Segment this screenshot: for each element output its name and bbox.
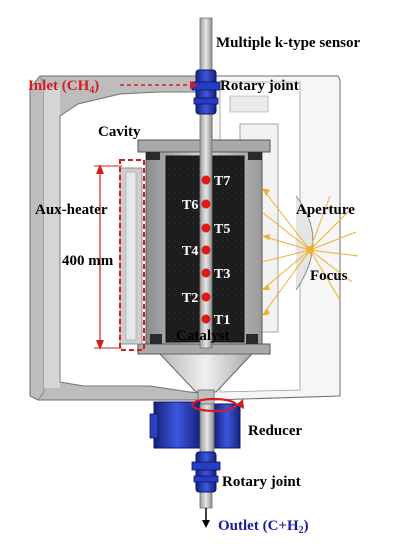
rotary-joint-top (191, 69, 221, 115)
rotary-joint-bottom-label: Rotary joint (222, 474, 301, 490)
aux-heater-label: Aux-heater (35, 202, 108, 218)
sensor-point-t6 (201, 199, 211, 209)
reducer-gearbox (149, 401, 241, 455)
inlet-arrow (120, 81, 198, 89)
sensor-point-t4 (201, 245, 211, 255)
outlet-arrow (202, 508, 210, 528)
focus-arrowheads (262, 188, 270, 316)
sensor-point-t2 (201, 292, 211, 302)
rotation-arrow (190, 397, 244, 413)
aperture-label: Aperture (296, 202, 355, 218)
sensor-point-t3 (201, 268, 211, 278)
sensor-label: Multiple k-type sensor (216, 35, 361, 51)
sensor-point-t5 (201, 223, 211, 233)
sensor-point-t7 (201, 175, 211, 185)
thermocouple-label-t5: T5 (214, 222, 230, 237)
rotary-joint-top-label: Rotary joint (220, 78, 299, 94)
thermocouple-label-t3: T3 (214, 267, 230, 282)
focus-rays (261, 187, 359, 317)
thermocouple-label-t2: T2 (182, 291, 198, 306)
thermocouple-label-t4: T4 (182, 244, 198, 259)
thermocouple-label-t7: T7 (214, 174, 230, 189)
thermocouple-label-t6: T6 (182, 198, 198, 213)
aux-heater-box (119, 159, 145, 351)
thermocouple-label-t1: T1 (214, 313, 230, 328)
reducer-label: Reducer (248, 423, 302, 439)
length-dimension (94, 164, 122, 350)
length-label: 400 mm (62, 253, 114, 269)
rotary-joint-bottom (191, 451, 221, 493)
sensor-point-t1 (201, 314, 211, 324)
cavity-label: Cavity (98, 124, 141, 140)
outlet-label: Outlet (C+H2) (218, 518, 309, 536)
focus-label: Focus (310, 268, 348, 284)
thermocouples: T7 T6 T5 T4 T3 T2 T1 (182, 174, 230, 328)
catalyst-label: Catalyst (176, 328, 229, 344)
focus-point (306, 246, 314, 254)
inlet-label: Inlet (CH4) (28, 78, 99, 96)
